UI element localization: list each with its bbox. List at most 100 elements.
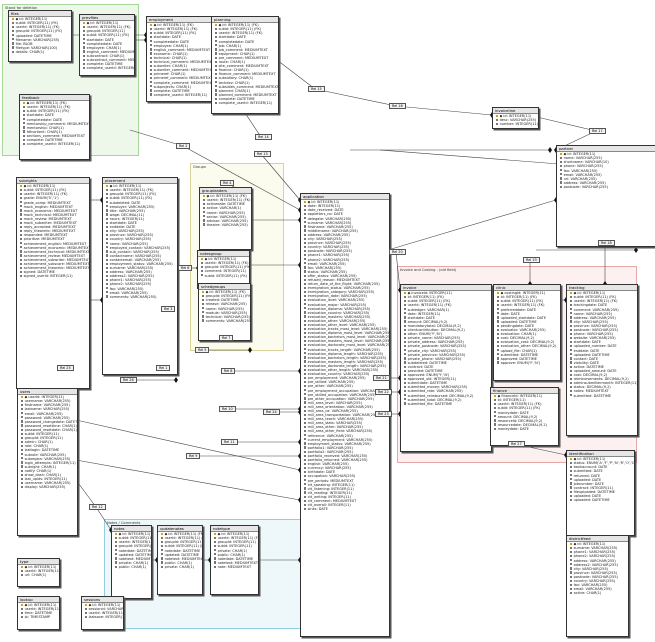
table-invoice[interactable]: invoice◆ invoiceId: INTEGER(11)id: INTEG… bbox=[400, 284, 492, 452]
table-column-row: filename: VARCHAR(255) bbox=[9, 38, 71, 42]
column-definition: current_employment: VARCHAR(255) bbox=[307, 437, 373, 442]
table-column-row: active: VARCHAR(1) bbox=[200, 206, 251, 210]
column-icon bbox=[304, 385, 307, 388]
relation-label[interactable]: Rel 22 bbox=[375, 389, 392, 396]
table-schedgroups[interactable]: schedgroups◆ id: INTEGER(11) (FK)groupId… bbox=[198, 283, 251, 341]
table-notetype[interactable]: notetype◆ id: INTEGER(11)userId: INTEGER… bbox=[210, 525, 259, 595]
column-definition: evaluation_country: VARCHAR(255) bbox=[307, 310, 370, 315]
relation-label[interactable]: Rel 1 bbox=[156, 365, 171, 372]
relation-label[interactable]: Rel 24 bbox=[263, 409, 280, 416]
column-icon bbox=[115, 561, 118, 564]
table-column-row: job: CHAR(1) bbox=[212, 44, 278, 48]
table-feedback[interactable]: feedback◆ id: INTEGER(11) (FK)userId: IN… bbox=[19, 94, 90, 160]
column-definition: grade_comp: MEDIUMTEXT bbox=[23, 200, 71, 205]
table-column-row: achievement_economic: MEDIUMTEXT bbox=[17, 246, 89, 250]
relation-label[interactable]: Rel 17 bbox=[589, 128, 606, 135]
table-column-row: upload_file: CHAR(1) bbox=[494, 349, 560, 353]
column-definition: contactname: VARCHAR(255) bbox=[109, 253, 162, 258]
table-column-row: ◆ id: INTEGER(11) bbox=[103, 184, 177, 188]
relation-label[interactable]: Rel 12 bbox=[89, 504, 106, 511]
table-clinrec[interactable]: clinic◆ costingId: INTEGER(11)id: INTEGE… bbox=[493, 284, 561, 381]
table-prevfiles[interactable]: prevfiles◆ id: INTEGER(11)userId: INTEGE… bbox=[79, 14, 135, 76]
column-icon bbox=[21, 461, 24, 464]
table-users2[interactable]: partner◆ id: INTEGER(11)name: VARCHAR(25… bbox=[556, 145, 655, 247]
relation-label[interactable]: Rel 19 bbox=[523, 257, 540, 264]
column-definition: firstname: VARCHAR(255) bbox=[24, 403, 70, 408]
column-definition: complete: DATETIME bbox=[86, 62, 123, 67]
table-tracking[interactable]: tracking◆ id: INTEGER(11)subId: INTEGER(… bbox=[566, 284, 638, 436]
relation-label[interactable]: Rel 23 bbox=[375, 411, 392, 418]
table-finance[interactable]: finance◆ financeId: INTEGER(11)id: INTEG… bbox=[490, 387, 559, 446]
column-definition: notify: CHAR(1) bbox=[24, 468, 52, 473]
table-type[interactable]: type◆ id: INTEGER(11)userId: INTEGER(11)… bbox=[17, 558, 60, 587]
column-icon bbox=[83, 38, 86, 41]
column-definition: updated: DATETIME bbox=[164, 552, 199, 557]
column-definition: mentorship_comment: MEDIUMTEXT bbox=[26, 121, 90, 126]
column-icon bbox=[12, 21, 15, 25]
table-districtfeed[interactable]: districtfeed◆ id: INTEGER(11)surname: VA… bbox=[566, 535, 629, 637]
table-updatenotes[interactable]: updatenotes◆ id: INTEGER(11) (FK)userId:… bbox=[157, 525, 203, 595]
relation-label[interactable]: Rel 2 bbox=[176, 143, 191, 150]
table-planning[interactable]: planning◆ id: INTEGER(11) (FK)subId: INT… bbox=[211, 16, 279, 114]
table-column-row: uploaded: DATETIME bbox=[494, 320, 560, 324]
table-placement[interactable]: placement◆ id: INTEGER(11)userId: INTEGE… bbox=[102, 177, 178, 375]
column-icon bbox=[494, 415, 497, 418]
table-column-row: wage: DECIMAL(11) bbox=[103, 213, 177, 217]
column-definition: startdate: DATE bbox=[86, 37, 115, 42]
column-definition: name: VARCHAR(255) bbox=[563, 156, 602, 161]
relation-label[interactable]: Rel 8 bbox=[221, 368, 236, 375]
column-icon bbox=[304, 262, 307, 265]
relation-label[interactable]: Rel 14 bbox=[255, 134, 272, 141]
table-column-row: url: CHAR(1) bbox=[18, 573, 59, 577]
column-definition: ◆ id: INTEGER(11) bbox=[217, 532, 250, 537]
column-definition: startdate: DATE bbox=[153, 35, 182, 40]
column-icon bbox=[106, 221, 109, 224]
relation-label[interactable]: Rel 25 bbox=[57, 365, 74, 372]
table-column-row: complete: DATETIME bbox=[212, 97, 278, 101]
column-definition: mill_area_stats: VARCHAR(255) bbox=[307, 421, 363, 426]
table-subrights[interactable]: subrights◆ id: INTEGER(11)subId: INTEGER… bbox=[16, 177, 90, 389]
table-sessions[interactable]: sessions◆ id: INTEGER(11)sessionid: VARC… bbox=[81, 596, 124, 630]
table-column-row: ◆ id: INTEGER(11) bbox=[198, 257, 249, 261]
relation-label[interactable]: Rel 13 bbox=[254, 151, 271, 158]
table-employment[interactable]: employment◆ id: INTEGER(11) (FK)userId: … bbox=[146, 16, 212, 102]
relation-label[interactable]: Rel 9 bbox=[186, 453, 201, 460]
relation-label[interactable]: Rel 27 bbox=[508, 441, 525, 448]
column-definition: password: VARCHAR(255) bbox=[24, 415, 70, 420]
column-icon bbox=[20, 188, 23, 192]
table-notes[interactable]: notes◆ id: INTEGER(11) (FK)subId: INTEGE… bbox=[111, 525, 152, 599]
table-column-row: uploaded_amount: DATE bbox=[567, 369, 637, 373]
column-definition: achievement_subscore: MEDIUMTEXT bbox=[23, 261, 90, 266]
relation-label[interactable]: Rel 15 bbox=[308, 86, 325, 93]
table-column-row: achievement_theoretic: MEDIUMTEXT bbox=[17, 266, 89, 270]
table-column-row: fileuploaded: DATETIME bbox=[567, 490, 634, 494]
relation-label[interactable]: Rel 26 bbox=[120, 377, 137, 384]
table-lookup[interactable]: lookup◆ id: INTEGER(11)userId: INTEGER(1… bbox=[17, 596, 60, 630]
column-icon bbox=[570, 575, 573, 578]
column-definition: complete: DATETIME bbox=[26, 138, 63, 143]
relation-label[interactable]: Rel 11 bbox=[221, 439, 238, 446]
relation-label[interactable]: Rel 4 bbox=[220, 180, 235, 187]
relation-label[interactable]: Rel 10 bbox=[219, 406, 236, 413]
relation-label[interactable]: Rel 6 bbox=[178, 265, 193, 272]
relation-label[interactable]: Rel 5 bbox=[195, 347, 210, 354]
relation-label[interactable]: Rel 16 bbox=[389, 103, 406, 110]
column-definition: subdeleted: DATE bbox=[109, 200, 141, 205]
relation-label[interactable]: Rel 20 bbox=[389, 249, 406, 256]
table-column-row: password_changedate: DATETIME bbox=[18, 420, 77, 424]
column-definition: visibility: DATE bbox=[573, 360, 600, 365]
table-column-row: ◆ id: INTEGER(11) (FK) bbox=[212, 23, 278, 27]
table-column-row: country: VARCHAR(255) bbox=[567, 579, 628, 583]
table-audiobill[interactable]: invoiceline◆ id: INTEGER(11)desc: VARCHA… bbox=[492, 107, 539, 129]
table-identification[interactable]: identification◆ id: INTEGER(11)status: E… bbox=[566, 450, 635, 536]
table-groupleaders[interactable]: groupleaders◆ id: INTEGER(11) (FK)userId… bbox=[199, 187, 252, 250]
table-users[interactable]: users◆ userId: INTEGER(11)username: VARC… bbox=[17, 388, 78, 536]
column-definition: evaluation_diploma_most_level: VARCHAR(2… bbox=[307, 331, 390, 336]
relation-label[interactable]: Rel 3 bbox=[161, 306, 176, 313]
column-icon bbox=[83, 34, 86, 37]
relation-label[interactable]: Rel 21 bbox=[373, 375, 390, 382]
relation-label[interactable]: Rel 18 bbox=[598, 240, 615, 247]
table-files[interactable]: files◆ id: INTEGER(11)subId: INTEGER(11)… bbox=[8, 10, 72, 62]
column-icon bbox=[404, 336, 407, 340]
relation-label[interactable]: Rel 7 bbox=[219, 335, 234, 342]
